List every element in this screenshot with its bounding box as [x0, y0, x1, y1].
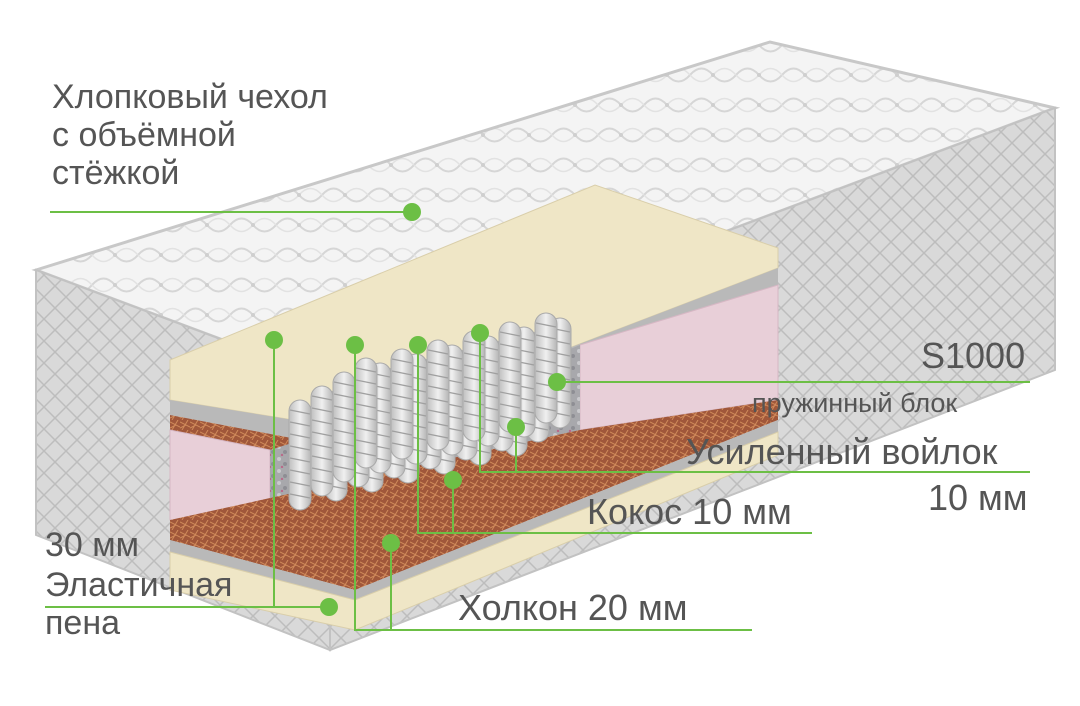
label-felt-thickness: 10 мм — [928, 477, 1028, 518]
callout-dots — [265, 203, 566, 616]
label-coir: Кокос 10 мм — [587, 491, 792, 532]
spring-coil — [354, 357, 378, 469]
callout-dot-holcon-2 — [382, 534, 400, 552]
cutaway-section — [169, 184, 779, 631]
callout-dot-cover — [403, 203, 421, 221]
spring-coil — [390, 348, 414, 460]
callout-dot-coir-2 — [444, 471, 462, 489]
callout-line-holcon — [354, 345, 752, 631]
label-foam-thickness: 30 мм — [45, 526, 140, 564]
label-foam-title: Эластичная пена — [45, 566, 233, 643]
spring-block — [288, 312, 572, 511]
spring-coil — [426, 339, 450, 451]
label-felt-title: Усиленный войлок — [686, 431, 998, 472]
spring-coil — [534, 312, 558, 424]
spring-coil — [462, 330, 486, 442]
spring-coil — [310, 385, 334, 497]
callout-dot-coir — [409, 336, 427, 354]
callout-dot-foam — [265, 331, 283, 349]
label-spring-desc: пружинный блок — [752, 388, 958, 418]
label-cover: Хлопковый чехол с объёмной стёжкой — [52, 78, 328, 193]
callout-dot-felt-2 — [507, 418, 525, 436]
callout-dot-spring — [548, 373, 566, 391]
spring-coil — [332, 371, 356, 483]
label-spring-model: S1000 — [921, 335, 1026, 376]
callout-dot-foam-2 — [320, 598, 338, 616]
coir-layer-bottom — [170, 400, 778, 590]
callout-dot-holcon — [346, 336, 364, 354]
callout-line-felt — [479, 333, 1030, 473]
label-holcon: Холкон 20 мм — [458, 587, 688, 628]
callout-dot-felt — [471, 324, 489, 342]
spring-coil — [498, 321, 522, 433]
spring-coil — [288, 399, 312, 511]
callout-line-coir — [417, 345, 812, 534]
